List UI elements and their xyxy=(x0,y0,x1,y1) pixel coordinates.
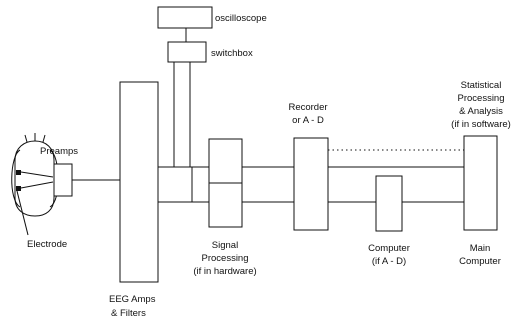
electrode-marker-bottom xyxy=(16,186,21,191)
computer-ad-label-line1: Computer xyxy=(368,243,410,254)
oscilloscope-label: oscilloscope xyxy=(215,13,267,24)
eeg-amps-label-line1: EEG Amps xyxy=(109,294,156,305)
oscilloscope-box xyxy=(157,6,213,29)
electrode-lead-bottom xyxy=(20,181,54,189)
recorder-box xyxy=(293,137,329,231)
main-computer-box xyxy=(463,135,498,231)
switchbox-box xyxy=(167,41,207,63)
signal-processing-box-top xyxy=(208,138,243,184)
statistical-label-line4: (if in software) xyxy=(451,119,511,130)
main-computer-label-line1: Main xyxy=(470,243,491,254)
statistical-label-line3: & Analysis xyxy=(459,106,503,117)
signal-processing-box-bottom xyxy=(208,182,243,228)
electrode-lead-top xyxy=(20,171,54,178)
eeg-amps-box xyxy=(119,81,159,283)
recorder-label-line1: Recorder xyxy=(288,102,327,113)
electrode-label: Electrode xyxy=(27,239,67,250)
computer-ad-label-line2: (if A - D) xyxy=(372,256,406,267)
signal-processing-label-line3: (if in hardware) xyxy=(193,266,256,277)
computer-ad-box xyxy=(375,175,403,232)
statistical-label-line1: Statistical xyxy=(461,80,502,91)
electrode-pointer xyxy=(16,190,29,236)
eeg-amps-label-line2: & Filters xyxy=(111,308,146,319)
recorder-label-line2: or A - D xyxy=(292,115,324,126)
electrode-marker-top xyxy=(16,170,21,175)
statistical-label-line2: Processing xyxy=(458,93,505,104)
signal-processing-label-line2: Processing xyxy=(202,253,249,264)
preamps-label: Preamps xyxy=(40,146,78,157)
preamps-box xyxy=(53,163,73,197)
signal-processing-label-line1: Signal xyxy=(212,240,238,251)
main-computer-label-line2: Computer xyxy=(459,256,501,267)
switchbox-label: switchbox xyxy=(211,48,253,59)
